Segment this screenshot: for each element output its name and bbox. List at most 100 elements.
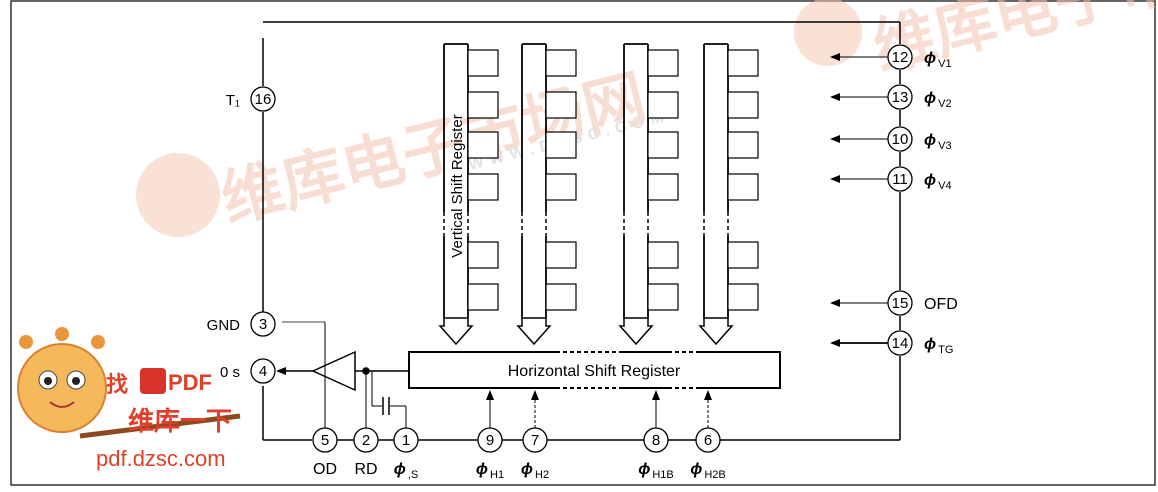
pin-circle — [695, 427, 721, 453]
pin-label-symbol: OD — [313, 461, 337, 478]
bottom-arrowhead-icon — [531, 390, 539, 400]
pin-label-subscript: TG — [938, 344, 953, 356]
pin-number: 16 — [255, 91, 272, 108]
right-arrowhead-icon — [830, 53, 840, 61]
watermark-logo-icon-2 — [794, 0, 862, 66]
photodiode-cell — [647, 131, 679, 159]
pin-15: 15 OFD — [887, 290, 958, 316]
photodiode-cell — [727, 241, 759, 269]
pin-label-subscript: H1 — [490, 469, 504, 481]
pin-number: 15 — [892, 295, 909, 312]
pin-circle — [250, 358, 276, 384]
pin-label-symbol: ϕ — [394, 461, 406, 478]
pin-circle — [522, 427, 548, 453]
pin-circle — [393, 427, 419, 453]
pin-number: 8 — [652, 432, 660, 449]
pin-label-symbol: ϕ — [924, 132, 936, 149]
pin-number: 7 — [531, 432, 539, 449]
photodiode-cell — [545, 241, 577, 269]
photodiode-cell — [545, 91, 577, 119]
vertical-shift-register-label: Vertical Shift Register — [449, 114, 466, 257]
watermark-badge: 找 PDF 维库一下 pdf.dzsc.com — [17, 327, 241, 471]
pin-label-symbol: ϕ — [924, 90, 936, 107]
photodiode-cell — [545, 131, 577, 159]
pin-number: 14 — [892, 335, 909, 352]
transfer-arrow-icon — [618, 317, 654, 346]
photodiode-cell — [647, 241, 679, 269]
photodiode-cell — [647, 283, 679, 311]
transfer-arrow-icon — [516, 317, 552, 346]
pin-circle — [250, 86, 276, 112]
pin-number: 11 — [892, 171, 908, 188]
photodiode-cell — [545, 283, 577, 311]
right-arrowhead-icon — [830, 339, 840, 347]
register-gap — [668, 350, 700, 390]
pin-circle — [353, 427, 379, 453]
register-gap — [556, 350, 620, 390]
pin-number: 2 — [362, 432, 370, 449]
transfer-arrow-icon — [438, 317, 474, 346]
pin-circle — [887, 330, 913, 356]
photodiode-cell — [727, 49, 759, 77]
right-arrowhead-icon — [830, 299, 840, 307]
bottom-arrowhead-icon — [704, 390, 712, 400]
pin-label: ϕ,S — [394, 461, 419, 481]
pin-circle — [887, 44, 913, 70]
pin-label-subscript: H1B — [652, 469, 673, 481]
bottom-arrowhead-icon — [486, 390, 494, 400]
pin-circle — [312, 427, 338, 453]
photodiode-cell — [467, 131, 499, 159]
right-arrowhead-icon — [830, 93, 840, 101]
bottom-arrowhead-icon — [652, 390, 660, 400]
right-arrowhead-icon — [830, 175, 840, 183]
pin-number: 13 — [892, 89, 909, 106]
pin-number: 5 — [321, 432, 329, 449]
horizontal-shift-register-label: Horizontal Shift Register — [508, 363, 681, 380]
pin-label-subscript: H2B — [704, 469, 725, 481]
photodiode-cell — [467, 241, 499, 269]
pin-4: 40 s — [220, 358, 276, 384]
bottom-input-arrows — [486, 390, 712, 428]
pin-number: 1 — [402, 432, 410, 449]
pin-number: 3 — [259, 316, 267, 333]
pin-circle — [643, 427, 669, 453]
vertical-register-column — [438, 43, 499, 346]
right-input-arrows — [830, 53, 888, 347]
bus-lines — [262, 21, 901, 441]
pin-label-subscript: V3 — [938, 140, 951, 152]
pin-1: 1 ϕ,S — [393, 427, 419, 481]
pdf-icon — [140, 368, 166, 394]
pin-label-subscript: V2 — [938, 98, 951, 110]
photodiode-cell — [727, 91, 759, 119]
pin-circle — [887, 126, 913, 152]
pin-label-subscript: V4 — [938, 180, 951, 192]
pin-circle — [887, 290, 913, 316]
pin-circle — [477, 427, 503, 453]
pin-label-symbol: ϕ — [521, 461, 533, 478]
badge-pdf: PDF — [168, 370, 212, 395]
page-frame — [10, 0, 1156, 486]
pin-label-symbol: OFD — [924, 296, 958, 313]
watermark-layer: 维库电子市场网 维库电子市场网 WWW.DZSC.COM — [136, 0, 1158, 237]
pin-number: 12 — [892, 49, 909, 66]
pin-label-subscript: V1 — [938, 58, 951, 70]
photodiode-cell — [647, 49, 679, 77]
photodiode-cell — [467, 49, 499, 77]
photodiode-cell — [467, 91, 499, 119]
pin-5: 5OD — [312, 427, 338, 478]
pin-label: OFD — [924, 296, 958, 313]
badge-prefix: 找 — [106, 372, 128, 397]
vertical-register-column — [516, 43, 577, 346]
watermark-brand-cn-2: 维库电子市场网 — [867, 0, 1158, 84]
